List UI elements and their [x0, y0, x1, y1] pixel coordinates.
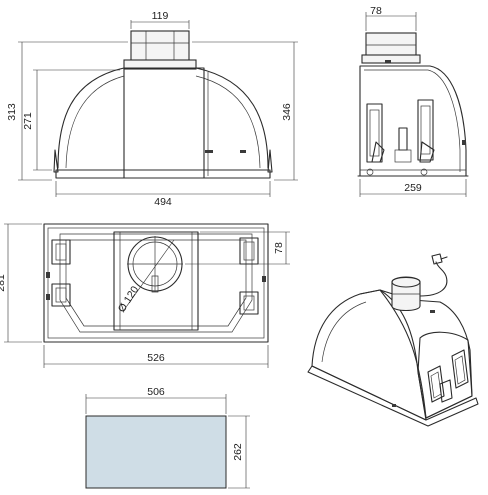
- top-outer-frame: [43, 223, 269, 343]
- dim-front-right-height: 346: [281, 103, 293, 121]
- front-right-hinge: [267, 149, 273, 173]
- iso-bracket-left: [427, 365, 445, 403]
- side-view: 78 259: [357, 5, 469, 197]
- side-center-switch: [398, 127, 408, 151]
- front-left-hinge: [53, 149, 59, 173]
- front-bottom-rim: [55, 169, 271, 179]
- dim-side-depth: 259: [404, 182, 422, 194]
- iso-power-plug: [431, 253, 443, 265]
- top-view: 78 Ø 120 281 526: [0, 223, 290, 368]
- iso-base-rim: [307, 365, 479, 427]
- dim-top-depth: 281: [0, 274, 7, 292]
- dim-front-total-height: 313: [6, 103, 18, 121]
- dim-top-duct-diameter: Ø 120: [116, 284, 142, 315]
- front-center-plate: [123, 67, 205, 179]
- side-bracket-right: [417, 99, 434, 161]
- front-duct-collar: [123, 59, 197, 70]
- cutout-area: [85, 415, 227, 489]
- dim-cutout-width: 506: [147, 386, 165, 398]
- front-dome-outline: [57, 67, 269, 169]
- isometric-view: [307, 253, 479, 427]
- top-inner-panel: [59, 233, 253, 333]
- dim-top-duct-offset: 78: [273, 242, 285, 254]
- front-duct: [130, 30, 190, 66]
- iso-body-front: [417, 331, 473, 419]
- top-bracket-left-upper: [51, 239, 71, 265]
- dim-top-width: 526: [147, 352, 165, 364]
- dim-front-width: 494: [154, 196, 172, 208]
- side-body-outline: [359, 65, 467, 177]
- iso-power-cable: [419, 261, 448, 297]
- cutout-view: 506 262: [85, 386, 250, 489]
- iso-bracket-right: [451, 349, 469, 389]
- top-bracket-left-lower: [51, 283, 71, 307]
- top-bracket-right-upper: [239, 237, 259, 265]
- dim-side-duct: 78: [370, 5, 382, 17]
- front-view: 119 313 271 346 494: [6, 10, 298, 208]
- dim-front-duct: 119: [152, 10, 169, 22]
- top-bracket-right-lower: [239, 291, 259, 315]
- dim-front-body-height: 271: [22, 112, 34, 130]
- top-center-channel: [113, 231, 199, 331]
- side-bracket-left: [366, 103, 383, 163]
- dim-cutout-depth: 262: [232, 443, 244, 461]
